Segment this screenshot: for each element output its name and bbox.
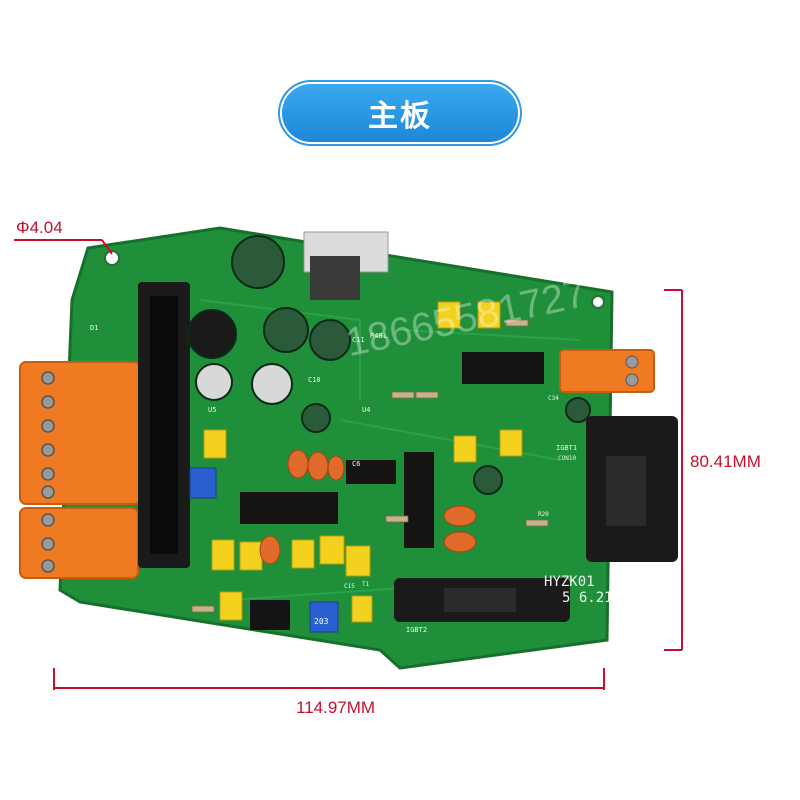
mounting-hole (104, 250, 120, 266)
silk-c10: C10 (308, 376, 321, 384)
igbt-connector-bottom (394, 578, 570, 622)
integrated-circuits (240, 352, 544, 630)
silk-igbt2: IGBT2 (406, 626, 427, 634)
silk-t1: T1 (362, 581, 370, 588)
igbt-connector-right (586, 416, 678, 562)
hole-diameter-label: Φ4.04 (16, 218, 63, 237)
title-banner: 主板 (282, 84, 518, 142)
silk-pot: 203 (314, 617, 329, 626)
passive-components (189, 301, 549, 633)
mounting-hole-2 (591, 295, 605, 309)
pin-header-vertical (138, 282, 190, 568)
height-dimension-label: 80.41MM (690, 452, 761, 471)
silk-c15: C15 (344, 583, 355, 590)
silk-u5: U5 (208, 406, 216, 414)
terminal-block-right (559, 349, 655, 393)
silk-c34: C34 (548, 395, 559, 402)
silk-model: HYZK01 (544, 574, 595, 590)
terminal-block-left (19, 361, 141, 579)
silk-c6: C6 (352, 460, 360, 468)
silk-con: CON10 (558, 455, 576, 462)
page-title: 主板 (368, 99, 432, 134)
silk-d1: D1 (90, 324, 98, 332)
width-dimension-label: 114.97MM (296, 698, 376, 717)
silk-c11: C11 (352, 336, 365, 344)
silk-r20: R20 (538, 511, 549, 518)
silk-r481: R481 (370, 332, 387, 340)
silk-u4: U4 (362, 406, 370, 414)
heatsink (303, 231, 389, 300)
silk-date: 5 6.21 (562, 590, 613, 606)
silk-igbt1: IGBT1 (556, 444, 577, 452)
dimension-lines (14, 239, 683, 690)
capacitors (187, 235, 591, 495)
